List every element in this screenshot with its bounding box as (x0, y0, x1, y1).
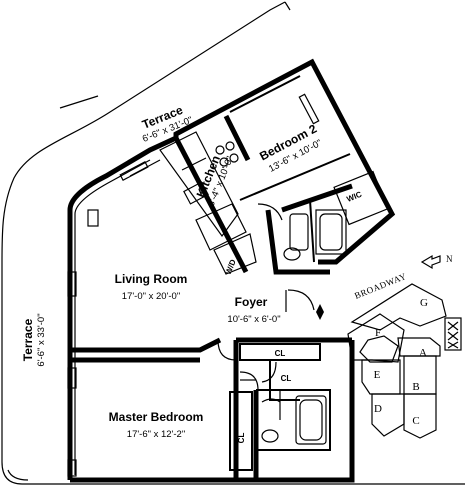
foyer-label: Foyer 10'-6" x 6'-0" (227, 295, 280, 325)
north-label: N (446, 254, 453, 264)
wic-label: WIC (345, 190, 363, 204)
living-room-dims: 17'-0" x 20'-0" (122, 291, 180, 302)
unit-b: B (412, 381, 419, 393)
terrace-left-name: Terrace (21, 318, 35, 361)
terrace-outline (1, 1, 465, 485)
terrace-top-label: Terrace 6'-6" x 31'-0" (140, 103, 194, 145)
exterior-walls (67, 58, 396, 483)
living-room-name: Living Room (115, 272, 188, 286)
master-bedroom-label: Master Bedroom 17'-6" x 12'-2" (109, 410, 204, 440)
windows (67, 93, 320, 477)
unit-f: F (375, 327, 381, 339)
interior-walls (70, 75, 353, 480)
master-bedroom-name: Master Bedroom (109, 410, 204, 424)
unit-a: A (419, 347, 427, 359)
north-arrow-icon (420, 254, 441, 270)
terrace-left-dims: 6'-6" x 33'-0" (36, 313, 47, 366)
unit-c: C (412, 415, 419, 427)
unit-d: D (374, 403, 382, 415)
living-room-label: Living Room 17'-0" x 20'-0" (115, 272, 188, 302)
foyer-name: Foyer (235, 295, 268, 309)
hall-closet-label: CL (281, 374, 292, 383)
doors (217, 203, 315, 391)
terrace-left-label: Terrace 6'-6" x 33'-0" (21, 313, 47, 366)
foyer-closet-label: CL (275, 349, 286, 358)
kitchen-fixtures (87, 131, 257, 275)
master-bedroom-dims: 17'-6" x 12'-2" (127, 429, 185, 440)
foyer-dims: 10'-6" x 6'-0" (227, 314, 280, 325)
unit-g: G (420, 297, 428, 309)
entry-marker (316, 304, 324, 320)
bath-fixtures (261, 170, 389, 445)
washer-dryer-label: W/D (224, 258, 238, 276)
street-label: BROADWAY (353, 271, 408, 301)
key-plan: BROADWAY N G F A E B D C (347, 254, 462, 439)
unit-e: E (374, 369, 381, 381)
master-closet-label: CL (237, 433, 246, 444)
